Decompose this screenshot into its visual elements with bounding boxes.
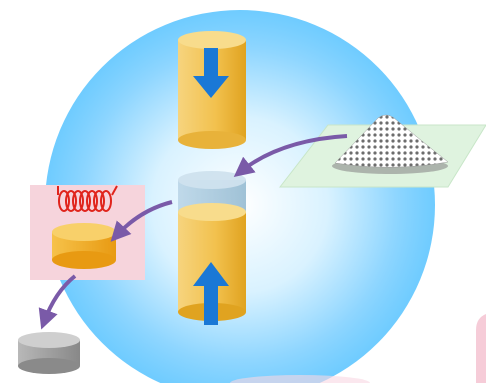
press-up-arrow-icon [193, 262, 229, 325]
flow-arrow-die-to-heating [110, 200, 173, 242]
flow-arrow-powder-to-die [233, 134, 348, 177]
final-part-icon [18, 332, 80, 374]
press-down-arrow-icon [193, 48, 229, 98]
flow-arrow-heating-to-final [38, 274, 77, 330]
heated-compact-icon [52, 223, 116, 269]
decorative-edge-shapes [230, 314, 486, 383]
powder-pile-icon [332, 114, 449, 174]
heating-coil-icon [57, 185, 118, 212]
lower-punch-icon [178, 203, 246, 321]
